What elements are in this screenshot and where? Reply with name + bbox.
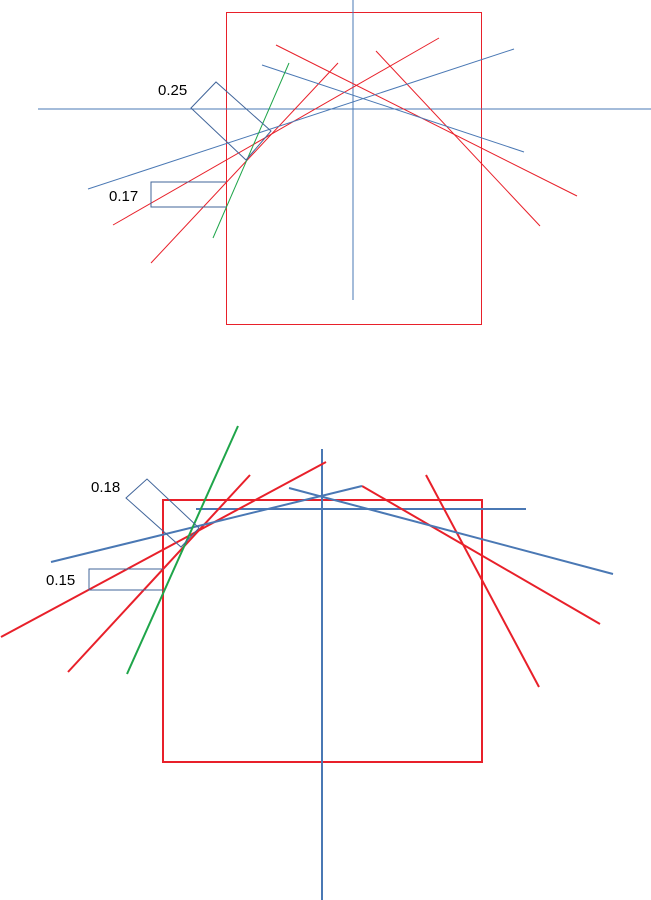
top-green-line: [212, 62, 290, 239]
bottom-red-line-4: [425, 474, 540, 688]
bottom-diagram: 0.18 0.15: [0, 425, 614, 900]
bottom-angle-marker-a: [125, 478, 200, 548]
top-red-line-4: [375, 50, 541, 227]
top-blue-line-2: [261, 64, 525, 153]
top-diagram: 0.25 0.17: [38, 0, 651, 325]
bottom-blue-line-1: [50, 485, 363, 563]
top-red-line-2: [150, 62, 339, 264]
bottom-label-a: 0.18: [91, 479, 120, 496]
top-red-line-1: [112, 37, 440, 226]
top-blue-line-1: [87, 48, 515, 190]
top-label-a: 0.25: [158, 82, 187, 99]
bottom-blue-line-2: [288, 487, 614, 575]
bottom-red-line-3: [361, 485, 601, 625]
bottom-angle-marker-b: [88, 568, 163, 591]
top-label-b: 0.17: [109, 188, 138, 205]
bottom-red-line-1: [0, 461, 327, 638]
top-angle-marker-b: [150, 181, 226, 208]
bottom-label-b: 0.15: [46, 572, 75, 589]
bottom-green-line: [126, 425, 239, 675]
top-square: [226, 12, 482, 325]
top-angle-marker-a: [190, 81, 272, 161]
top-red-line-3: [275, 44, 578, 197]
bottom-red-line-2: [67, 474, 251, 673]
